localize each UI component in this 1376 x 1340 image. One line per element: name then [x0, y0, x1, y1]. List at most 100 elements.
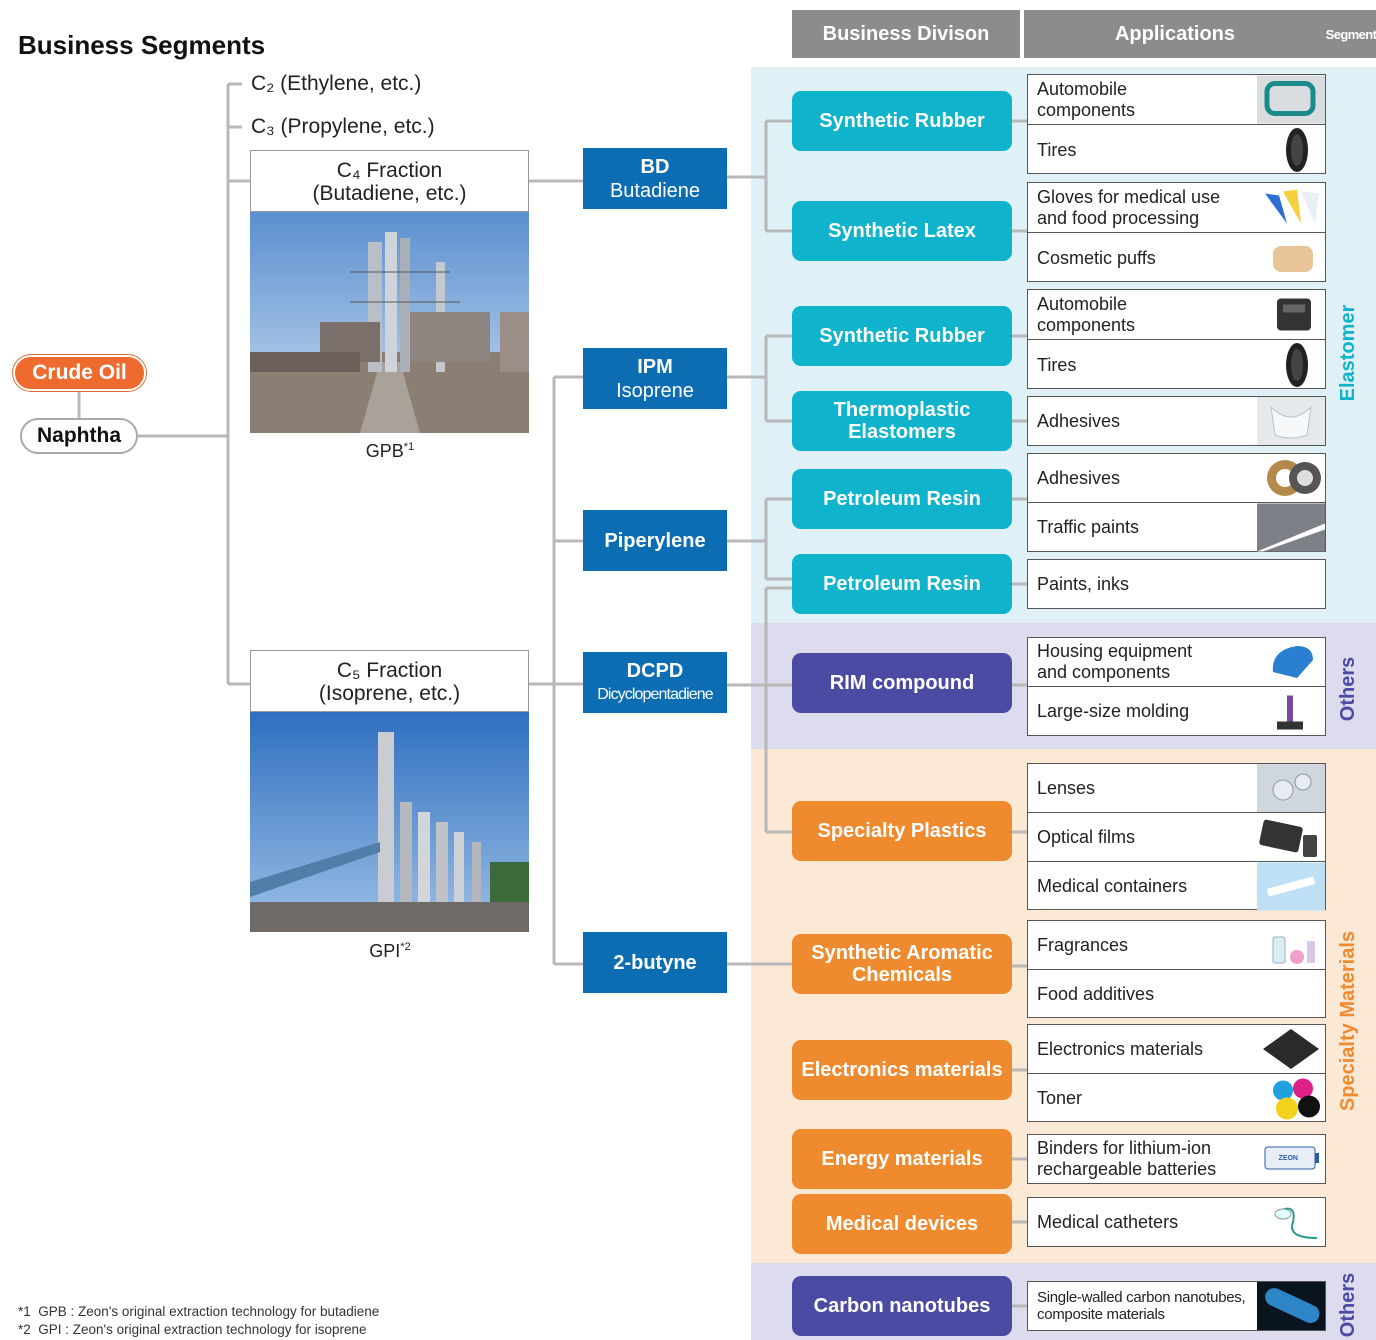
app-label: Medical catheters — [1037, 1211, 1179, 1232]
tape-roll-icon — [1267, 460, 1321, 496]
app-label: Adhesives — [1037, 410, 1121, 431]
app-label: Food additives — [1037, 984, 1155, 1004]
c3-fraction-label: C₃ (Propylene, etc.) — [251, 115, 435, 138]
division-electronics-materials: Electronics materials — [792, 1040, 1012, 1100]
gpb-plant-photo — [250, 212, 529, 433]
gpi-plant-photo — [250, 712, 529, 932]
app-label: rechargeable batteries — [1037, 1159, 1217, 1179]
division-petroleum-resin-1: Petroleum Resin — [792, 469, 1012, 529]
footnote-mark: *1 — [18, 1304, 31, 1319]
dcpd-abbr: DCPD — [626, 659, 684, 682]
app-medical-containers: Medical containers — [1028, 862, 1325, 911]
diaper-icon — [1257, 397, 1325, 445]
footnote-mark: *2 — [18, 1322, 31, 1337]
app-label: Large-size molding — [1037, 701, 1190, 721]
app-label: Automobile — [1037, 293, 1128, 314]
gpi-footnote-mark: *2 — [400, 941, 411, 953]
c4-fraction-subtitle: (Butadiene, etc.) — [312, 182, 467, 205]
dcpd-name: Dicyclopentadiene — [597, 685, 713, 703]
app-label: and components — [1037, 662, 1171, 682]
bd-name: Butadiene — [609, 179, 701, 202]
app-group-cnt: Single-walled carbon nanotubes,composite… — [1027, 1281, 1326, 1331]
app-label: Medical containers — [1037, 876, 1188, 896]
engine-icon — [1277, 298, 1311, 331]
bd-abbr: BD — [640, 155, 670, 178]
segment-elastomer: Elastomer — [1337, 304, 1359, 402]
aromatic-line1: Synthetic Aromatic — [811, 942, 993, 964]
tablet-icon — [1259, 819, 1317, 857]
syringe-icon — [1257, 862, 1325, 911]
app-fragrances: Fragrances — [1028, 921, 1325, 970]
app-label: components — [1037, 99, 1136, 120]
housing-icon — [1272, 646, 1313, 678]
app-label: Toner — [1037, 1088, 1083, 1108]
molding-machine-icon — [1277, 695, 1303, 730]
header-business-division: Business Divison — [792, 10, 1020, 58]
app-label: Tires — [1037, 354, 1077, 375]
app-tires-2: Tires — [1028, 340, 1325, 390]
division-synthetic-latex: Synthetic Latex — [792, 201, 1012, 261]
header-applications: Applications — [1024, 10, 1326, 58]
ipm-abbr: IPM — [637, 355, 673, 378]
division-synthetic-rubber-2: Synthetic Rubber — [792, 306, 1012, 366]
c5-fraction-subtitle: (Isoprene, etc.) — [318, 682, 461, 705]
app-label: Cosmetic puffs — [1037, 247, 1156, 268]
toner-powder-icon — [1273, 1078, 1320, 1120]
c4-fraction-title: C₄ Fraction — [336, 159, 443, 182]
app-tires-1: Tires — [1028, 125, 1325, 175]
division-carbon-nanotubes: Carbon nanotubes — [792, 1276, 1012, 1336]
butyne-label: 2-butyne — [613, 951, 697, 974]
app-label: Single-walled carbon nanotubes, — [1037, 1289, 1246, 1306]
tire-icon — [1286, 128, 1308, 172]
cosmetic-puff-icon — [1273, 246, 1313, 272]
footnote-text: GPI : Zeon's original extraction technol… — [38, 1322, 367, 1337]
app-label: and food processing — [1037, 207, 1200, 228]
page-title: Business Segments — [18, 30, 266, 60]
app-group-electronics: Electronics materials Toner — [1027, 1024, 1326, 1122]
app-label: Tires — [1037, 139, 1077, 160]
app-medical-catheters: Medical catheters — [1028, 1198, 1325, 1246]
battery-icon — [1264, 1146, 1319, 1170]
monomer-ipm: IPM Isoprene — [583, 348, 727, 409]
naphtha-pill: Naphtha — [20, 418, 138, 454]
app-label: Paints, inks — [1037, 573, 1130, 594]
app-group-aromatic: Fragrances Food additives — [1027, 920, 1326, 1018]
app-label: Traffic paints — [1037, 517, 1140, 537]
app-group-specialty-plastics: Lenses Optical films Medical containers — [1027, 763, 1326, 911]
thermoplastic-line2: Elastomers — [848, 421, 956, 443]
road-icon — [1257, 503, 1325, 552]
segment-others-bottom: Others — [1337, 1272, 1359, 1338]
division-petroleum-resin-2: Petroleum Resin — [792, 554, 1012, 614]
c2-fraction-label: C₂ (Ethylene, etc.) — [251, 72, 422, 95]
app-optical-films: Optical films — [1028, 813, 1325, 862]
c5-fraction-box: C₅ Fraction (Isoprene, etc.) — [250, 650, 529, 712]
ipm-name: Isoprene — [616, 379, 694, 402]
app-adhesives-2: Adhesives — [1028, 454, 1325, 503]
app-large-size-molding: Large-size molding — [1028, 687, 1325, 736]
app-label: Binders for lithium-ion — [1037, 1138, 1212, 1158]
footnote-1: *1 GPB : Zeon's original extraction tech… — [18, 1304, 379, 1319]
app-toner: Toner — [1028, 1074, 1325, 1123]
app-label: Fragrances — [1037, 934, 1129, 955]
monomer-2-butyne: 2-butyne — [583, 932, 727, 993]
app-electronics-materials: Electronics materials — [1028, 1025, 1325, 1074]
division-synthetic-aromatic-chemicals: Synthetic Aromatic Chemicals — [792, 934, 1012, 994]
app-food-additives: Food additives — [1028, 970, 1325, 1019]
gpb-label: GPB — [365, 441, 404, 461]
battery-label: ZEON — [1278, 1155, 1298, 1162]
nanotube-icon — [1257, 1282, 1325, 1330]
monomer-dcpd: DCPD Dicyclopentadiene — [583, 652, 727, 713]
division-rim-compound: RIM compound — [792, 653, 1012, 713]
app-label: components — [1037, 314, 1136, 335]
app-lenses: Lenses — [1028, 764, 1325, 813]
chip-icon — [1263, 1029, 1319, 1069]
